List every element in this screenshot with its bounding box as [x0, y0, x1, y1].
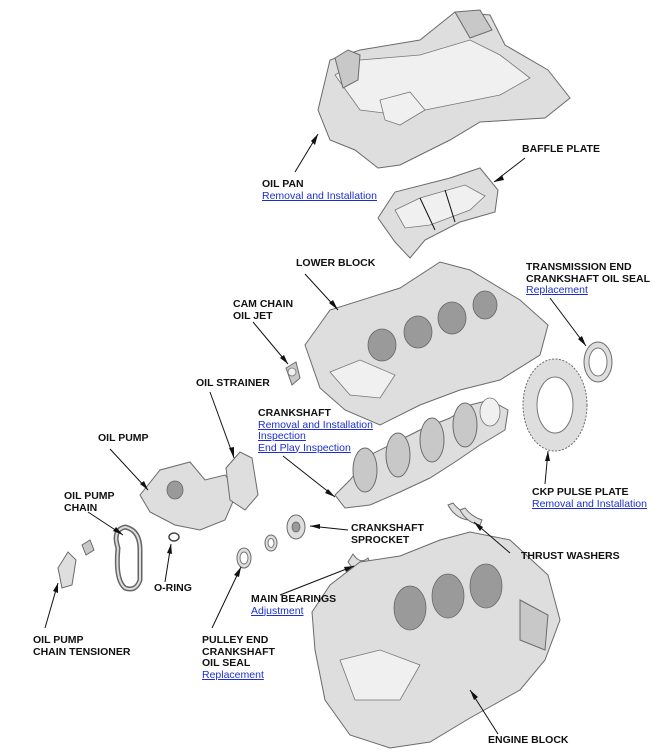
- thrust-washers-part: [447, 502, 483, 526]
- oil-pump-title: OIL PUMP: [98, 432, 149, 444]
- o-ring-title: O-RING: [154, 582, 192, 594]
- chain-tensioner-part: [57, 539, 95, 589]
- cam-jet-title-2: OIL JET: [233, 309, 273, 322]
- oil-pump-part: [139, 451, 259, 531]
- crankshaft-part: [334, 397, 509, 509]
- main-bearings-title: MAIN BEARINGS: [251, 593, 337, 605]
- o-ring-part: [168, 532, 180, 542]
- label-thrust-washers: THRUST WASHERS: [521, 550, 620, 563]
- label-main-bearings: MAIN BEARINGS Adjustment: [251, 593, 337, 617]
- lower-block-part: [304, 261, 549, 426]
- label-oil-pump-chain: OIL PUMP CHAIN: [64, 490, 115, 514]
- baffle-plate-title: BAFFLE PLATE: [522, 143, 600, 155]
- engine-block-title: ENGINE BLOCK: [488, 734, 569, 746]
- oil-pump-chain-title-2: CHAIN: [64, 501, 98, 514]
- label-ckp-pulse-plate: CKP PULSE PLATE Removal and Installation: [532, 486, 647, 510]
- transmission-end-seal-part: [583, 341, 613, 383]
- tensioner-title-2: CHAIN TENSIONER: [33, 645, 131, 658]
- baffle-plate-part: [377, 167, 499, 259]
- crankshaft-inspection-link[interactable]: Inspection: [258, 430, 306, 442]
- ckp-plate-title: CKP PULSE PLATE: [532, 486, 629, 498]
- oil-pump-chain-part: [113, 524, 143, 592]
- thrust-washers-title: THRUST WASHERS: [521, 550, 620, 562]
- oil-pan-part: [317, 9, 571, 169]
- label-oil-pump: OIL PUMP: [98, 432, 149, 445]
- label-baffle-plate: BAFFLE PLATE: [522, 143, 600, 156]
- crankshaft-title: CRANKSHAFT: [258, 407, 331, 419]
- label-o-ring: O-RING: [154, 582, 192, 595]
- oil-pan-removal-link[interactable]: Removal and Installation: [262, 189, 377, 202]
- ckp-pulse-plate-part: [522, 358, 588, 452]
- lower-block-title: LOWER BLOCK: [296, 257, 376, 269]
- pulley-seal-replacement-link[interactable]: Replacement: [202, 668, 264, 681]
- ckp-plate-removal-link[interactable]: Removal and Installation: [532, 497, 647, 510]
- crankshaft-removal-link[interactable]: Removal and Installation: [258, 418, 373, 431]
- cam-jet-title-1: CAM CHAIN: [233, 298, 294, 310]
- tensioner-title-1: OIL PUMP: [33, 634, 84, 646]
- crankshaft-sprocket-part: [286, 514, 306, 540]
- oil-pan-title: OIL PAN: [262, 178, 304, 190]
- leader-lines: [44, 133, 587, 735]
- pulley-end-seal-part: [236, 534, 278, 569]
- pulley-seal-title-2: CRANKSHAFT: [202, 645, 275, 658]
- pulley-seal-title-1: PULLEY END: [202, 634, 269, 646]
- crank-sprocket-title-1: CRANKSHAFT: [351, 522, 424, 534]
- crankshaft-end-play-link[interactable]: End Play Inspection: [258, 441, 351, 454]
- oil-pump-chain-title-1: OIL PUMP: [64, 490, 115, 502]
- label-oil-strainer: OIL STRAINER: [196, 377, 270, 390]
- label-engine-block: ENGINE BLOCK: [488, 734, 569, 747]
- cam-chain-oil-jet-part: [285, 361, 301, 386]
- oil-strainer-title: OIL STRAINER: [196, 377, 270, 389]
- crank-sprocket-title-2: SPROCKET: [351, 533, 410, 546]
- label-cam-chain-oil-jet: CAM CHAIN OIL JET: [233, 298, 294, 322]
- label-oil-pan: OIL PAN Removal and Installation: [262, 178, 377, 202]
- label-transmission-seal: TRANSMISSION END CRANKSHAFT OIL SEAL Rep…: [526, 261, 651, 297]
- main-bearings-adjustment-link[interactable]: Adjustment: [251, 604, 304, 617]
- engine-block-part: [311, 531, 561, 749]
- label-chain-tensioner: OIL PUMP CHAIN TENSIONER: [33, 634, 131, 658]
- trans-seal-replacement-link[interactable]: Replacement: [526, 284, 588, 296]
- label-pulley-end-seal: PULLEY END CRANKSHAFT OIL SEAL Replaceme…: [202, 634, 275, 681]
- label-lower-block: LOWER BLOCK: [296, 257, 376, 270]
- pulley-seal-title-3: OIL SEAL: [202, 657, 251, 669]
- label-crankshaft-sprocket: CRANKSHAFT SPROCKET: [351, 522, 424, 546]
- trans-seal-title-2: CRANKSHAFT OIL SEAL: [526, 272, 651, 285]
- trans-seal-title-1: TRANSMISSION END: [526, 261, 632, 273]
- label-crankshaft: CRANKSHAFT Removal and Installation Insp…: [258, 407, 373, 454]
